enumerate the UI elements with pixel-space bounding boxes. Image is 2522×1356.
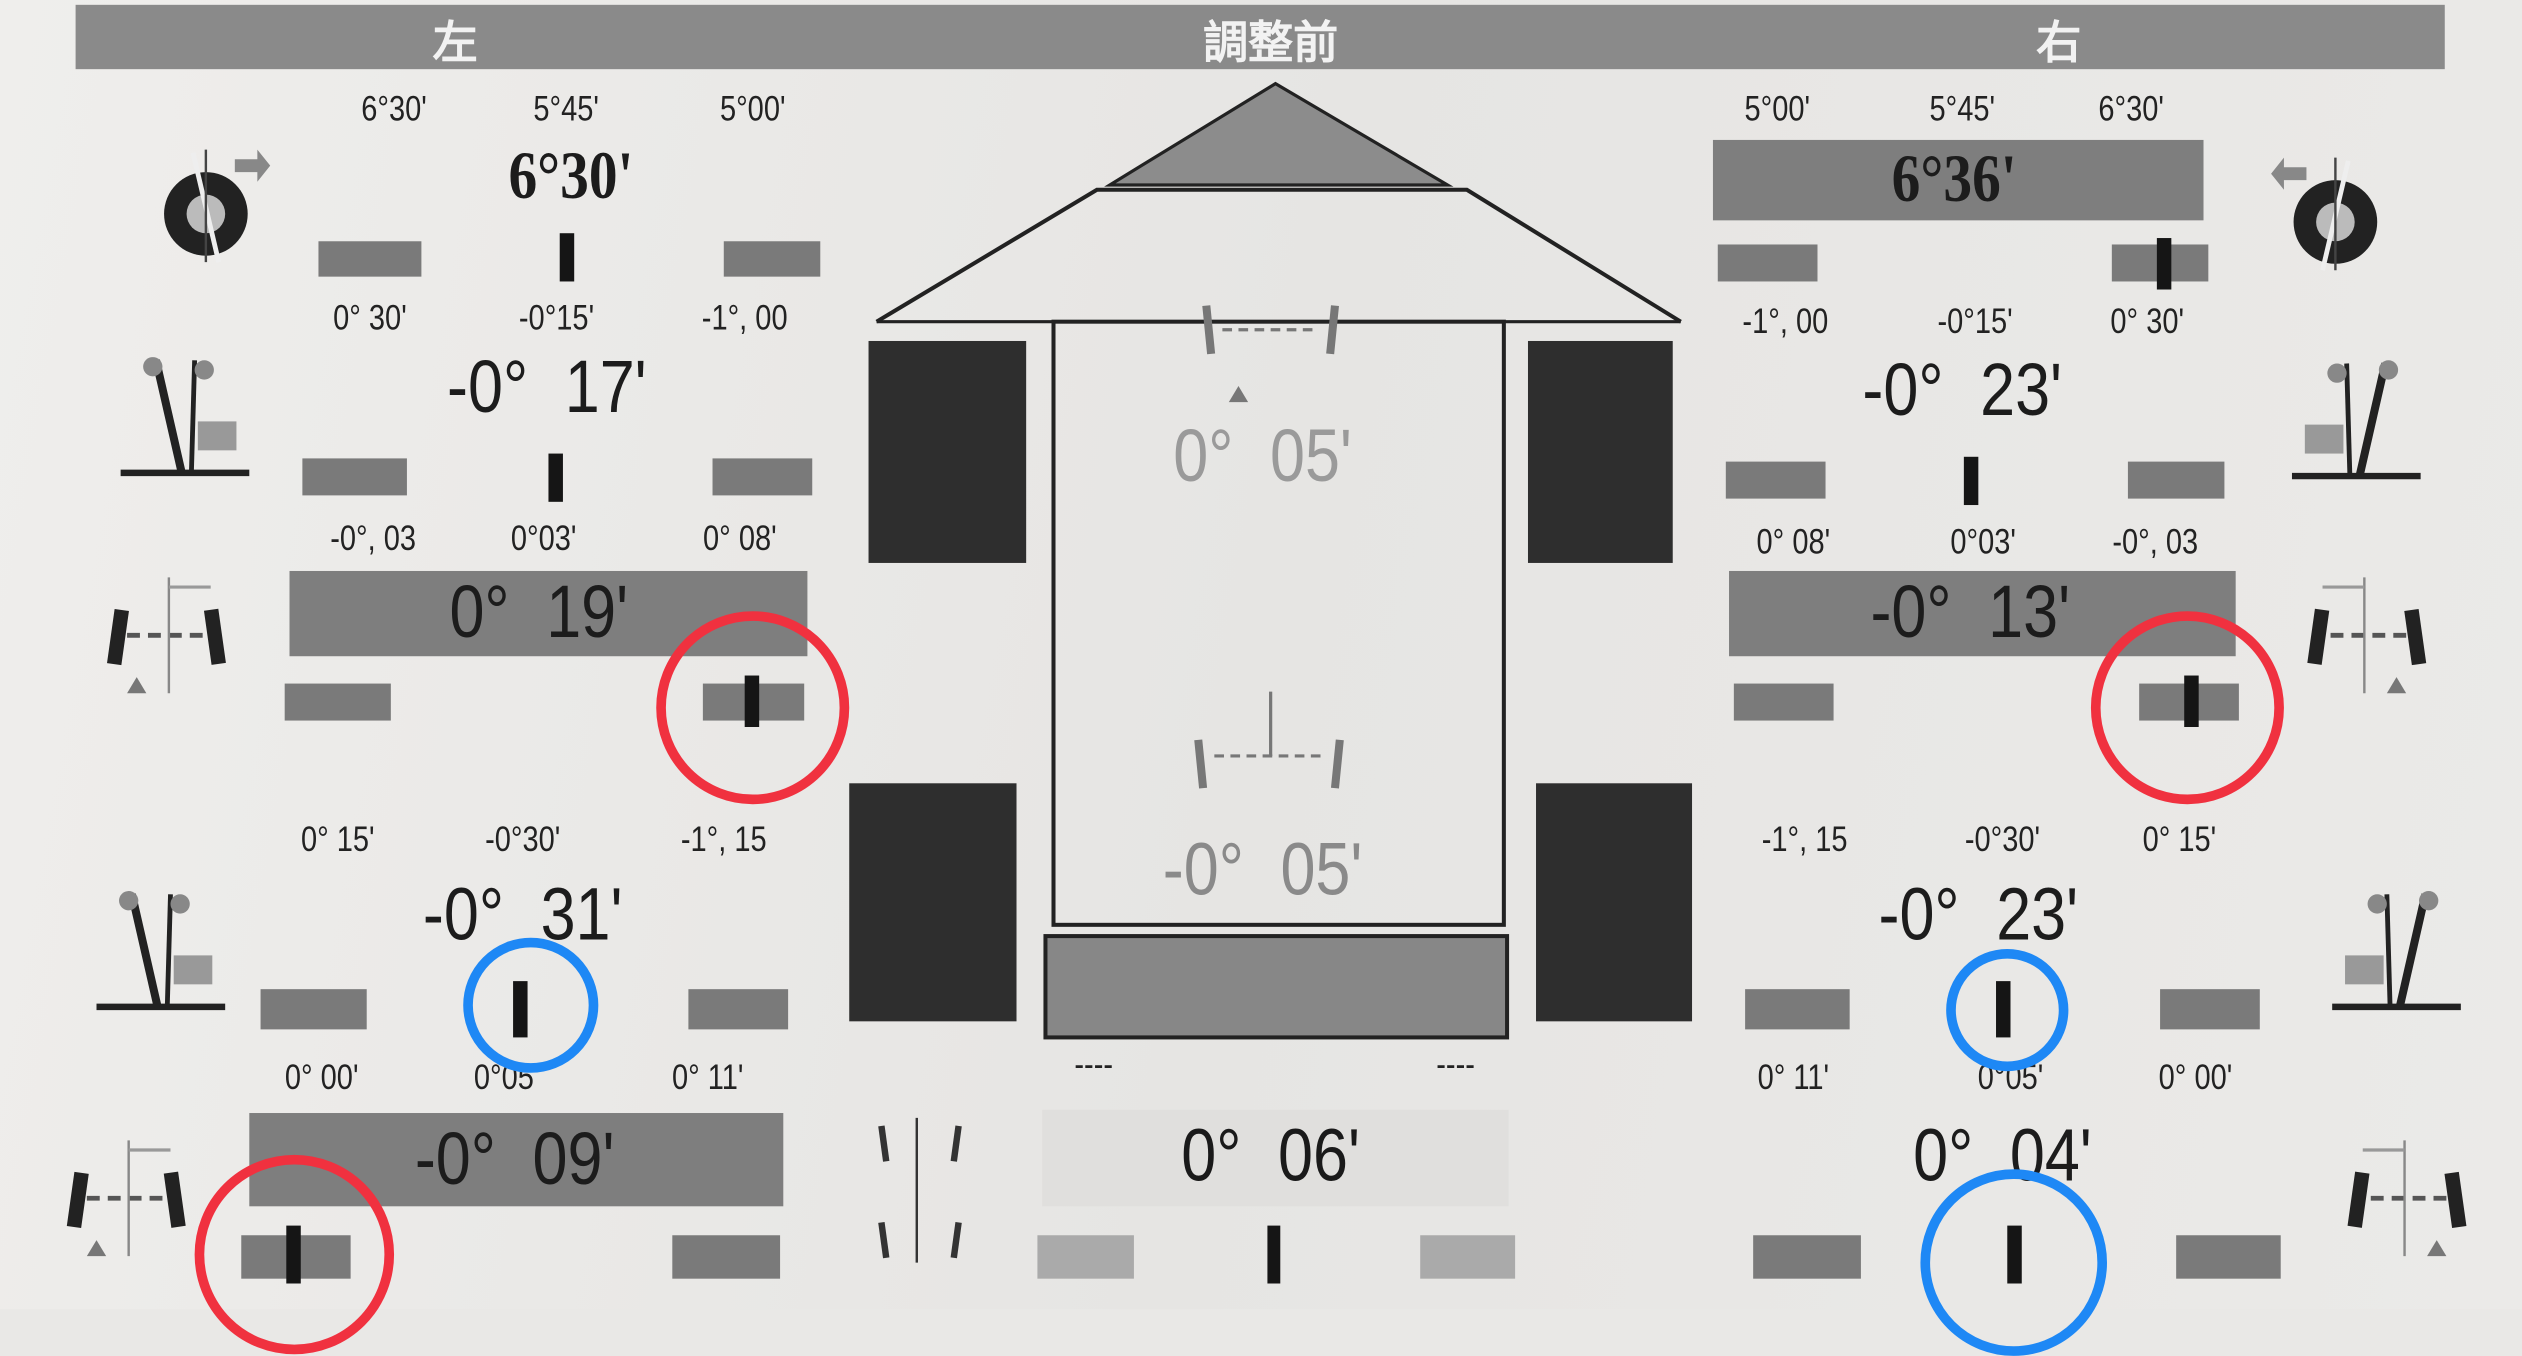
left-rear-camber-tick-label: -0°30'	[485, 818, 561, 859]
thrust-bar-left	[1037, 1235, 1134, 1279]
left-front-camber-tick-label: 0° 30'	[333, 297, 407, 338]
header-right: 右	[2036, 16, 2082, 70]
vehicle-diagram	[849, 81, 1693, 1284]
header-left: 左	[432, 16, 478, 70]
left-rear-toe-tick-label: 0° 00'	[284, 1056, 359, 1097]
right-front-camber-tick-label: -0°15'	[1937, 300, 2013, 341]
thrust-angle-icon	[878, 1117, 962, 1263]
left-caster-indicator	[559, 233, 575, 282]
left-front-camber-value: -0° 17'	[447, 344, 647, 428]
header-title: 調整前	[1203, 16, 1339, 70]
rear-bumper	[1043, 934, 1510, 1040]
right-rear-camber-range-bar-right	[2160, 989, 2260, 1030]
left-front-toe-toe-icon	[107, 577, 226, 694]
right-rear-camber-camber-icon	[2332, 891, 2461, 1011]
right-front-camber-camber-icon	[2291, 360, 2421, 480]
right-caster-tick-label: 6°30'	[2098, 88, 2164, 129]
left-rear-toe-value: -0° 09'	[414, 1116, 615, 1200]
right-rear-toe-range-bar-left	[1753, 1235, 1861, 1279]
left-front-toe-value: 0° 19'	[449, 569, 629, 654]
right-front-toe-value: -0° 13'	[1870, 569, 2071, 654]
right-caster-caster-icon	[2271, 157, 2378, 271]
front-arrow-tip	[1104, 81, 1454, 187]
front-left-wheel	[868, 340, 1027, 563]
front-toe-icon	[1202, 305, 1339, 355]
thrust-tick-right: ----	[1436, 1043, 1475, 1085]
right-front-camber-value: -0° 23'	[1862, 347, 2063, 432]
right-front-camber-tick-label: -1°, 00	[1742, 300, 1829, 341]
header-bar: 左 調整前 右	[75, 4, 2445, 70]
right-front-camber-range-bar-left	[1725, 461, 1826, 499]
left-front-toe-annotation-circle	[656, 611, 850, 805]
left-caster-tick-label: 5°45'	[533, 88, 599, 129]
left-front-camber-tick-label: -0°15'	[518, 297, 595, 338]
right-caster-tick-label: 5°45'	[1929, 88, 1996, 129]
right-rear-camber-value: -0° 23'	[1878, 871, 2079, 956]
rear-total-toe-value: -0° 05'	[1162, 826, 1363, 911]
right-rear-camber-annotation-circle	[1946, 948, 2069, 1072]
left-front-toe-tick-label: -0°, 03	[330, 517, 417, 559]
left-front-camber-camber-icon	[120, 357, 250, 477]
left-caster-tick-label: 5°00'	[719, 88, 786, 129]
rear-right-wheel	[1536, 783, 1693, 1022]
left-rear-camber-range-bar-left	[260, 989, 367, 1030]
left-caster-caster-icon	[164, 149, 271, 263]
right-rear-toe-tick-label: 0° 11'	[1757, 1056, 1830, 1097]
front-total-toe-value: 0° 05'	[1173, 413, 1352, 497]
right-rear-camber-tick-label: -0°30'	[1964, 818, 2041, 859]
right-front-toe-range-bar-left	[1733, 683, 1834, 721]
front-right-wheel	[1527, 340, 1673, 563]
right-front-toe-tick-label: 0° 08'	[1756, 521, 1831, 562]
right-front-camber-indicator	[1963, 456, 1979, 506]
left-caster-range-bar-right	[723, 241, 821, 277]
right-caster-value-box	[1712, 139, 2204, 221]
right-rear-camber-tick-label: -1°, 15	[1761, 818, 1848, 859]
right-rear-toe-toe-icon	[2347, 1140, 2467, 1257]
left-rear-camber-tick-label: 0° 15'	[300, 818, 375, 859]
left-rear-camber-range-bar-right	[688, 989, 789, 1030]
thrust-tick-left: ----	[1074, 1043, 1114, 1085]
thrust-value-box	[1042, 1109, 1509, 1207]
right-caster-value: 6°36'	[1891, 143, 2017, 218]
right-front-toe-tick-label: -0°, 03	[2112, 521, 2199, 562]
vehicle-front-outline	[875, 187, 1682, 324]
vehicle-body	[1051, 319, 1506, 927]
left-front-camber-tick-label: -1°, 00	[701, 297, 788, 338]
right-front-toe-annotation-circle	[2090, 611, 2284, 805]
right-rear-camber-range-bar-left	[1745, 989, 1850, 1030]
left-rear-toe-range-bar-right	[672, 1235, 781, 1279]
left-front-camber-indicator	[548, 453, 563, 502]
right-rear-toe-annotation-circle	[1920, 1169, 2108, 1356]
left-caster-value: 6°30'	[508, 139, 634, 214]
thrust-angle-value: 0° 06'	[1181, 1113, 1360, 1197]
left-front-toe-tick-label: 0° 08'	[703, 517, 777, 559]
left-rear-toe-annotation-circle	[194, 1154, 395, 1355]
thrust-bar-right	[1420, 1235, 1516, 1279]
right-caster-range-bar-left	[1717, 244, 1818, 282]
left-caster-range-bar-left	[318, 241, 422, 277]
left-rear-toe-toe-icon	[66, 1140, 186, 1257]
right-front-toe-toe-icon	[2307, 577, 2427, 694]
right-rear-toe-range-bar-right	[2176, 1235, 2281, 1279]
right-rear-camber-tick-label: 0° 15'	[2142, 818, 2217, 859]
right-front-toe-tick-label: 0°03'	[1950, 521, 2016, 562]
right-rear-toe-tick-label: 0° 00'	[2158, 1056, 2233, 1097]
rear-toe-icon	[1194, 691, 1344, 789]
rear-left-wheel	[849, 783, 1017, 1022]
right-front-camber-range-bar-right	[2127, 461, 2225, 499]
thrust-marker	[1267, 1225, 1281, 1284]
left-front-toe-tick-label: 0°03'	[510, 517, 577, 559]
left-front-toe-range-bar-left	[284, 683, 391, 721]
left-front-camber-range-bar-right	[712, 458, 813, 496]
left-rear-camber-annotation-circle	[463, 937, 599, 1073]
left-caster-tick-label: 6°30'	[361, 88, 427, 129]
left-rear-toe-tick-label: 0° 11'	[671, 1056, 744, 1097]
right-caster-tick-label: 5°00'	[1744, 88, 1811, 129]
left-front-camber-range-bar-left	[302, 458, 407, 496]
right-caster-indicator	[2156, 238, 2172, 290]
right-front-camber-tick-label: 0° 30'	[2110, 300, 2185, 341]
left-rear-camber-tick-label: -1°, 15	[680, 818, 767, 859]
left-rear-camber-camber-icon	[96, 891, 226, 1011]
